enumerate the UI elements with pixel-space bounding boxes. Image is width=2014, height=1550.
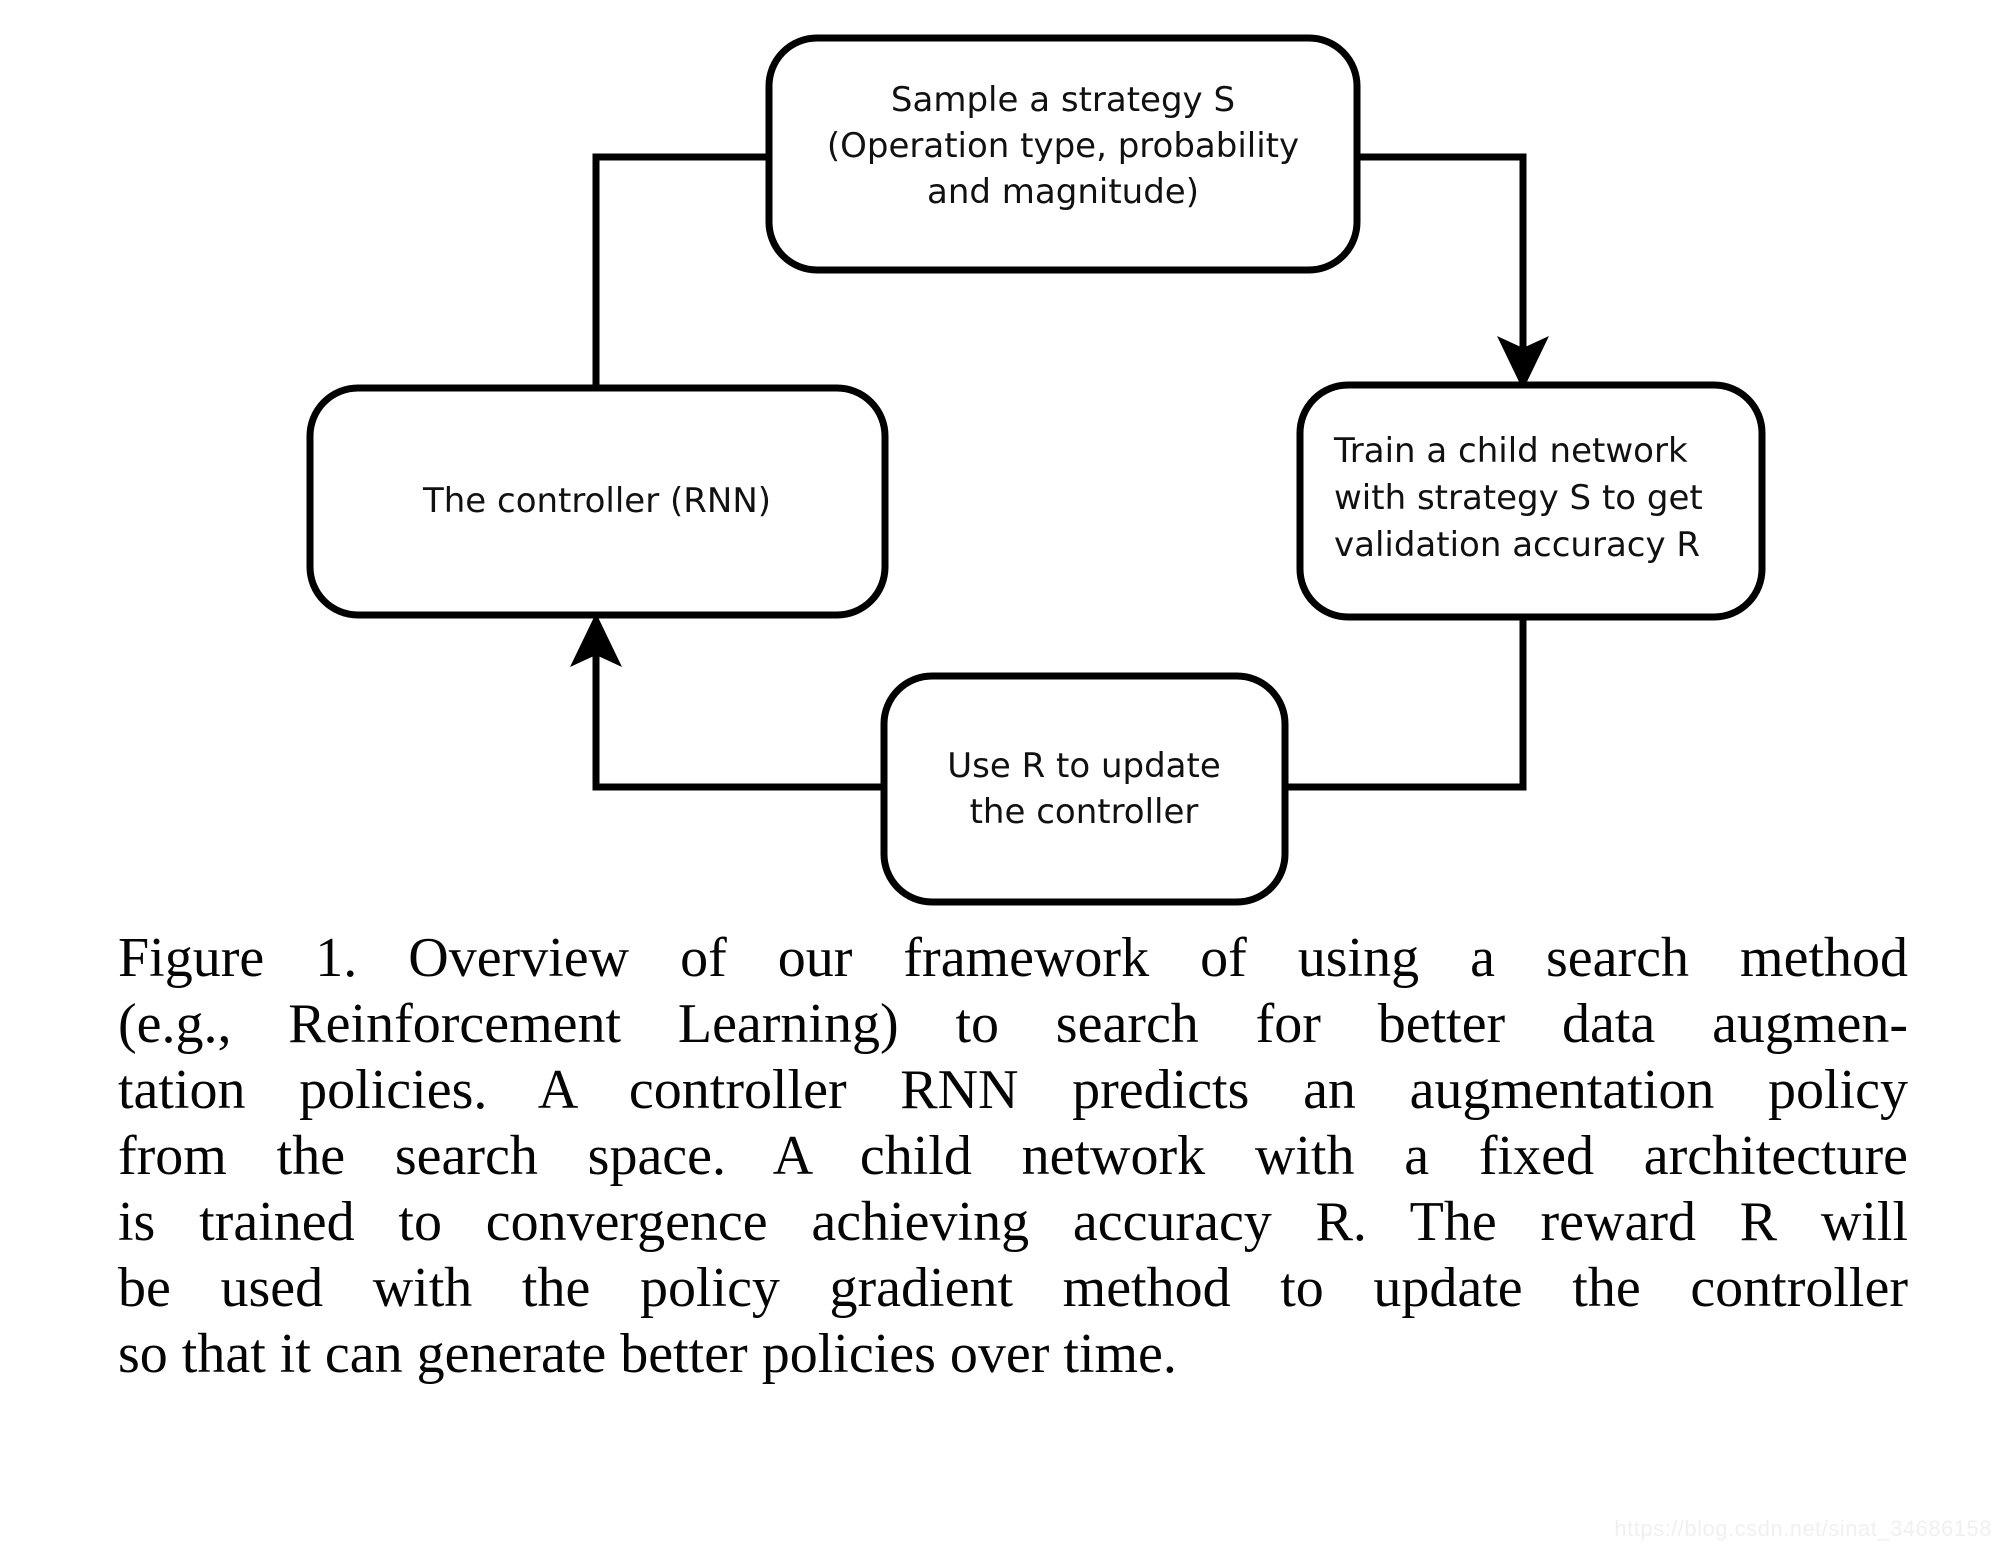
node-train-child-line-0: Train a child network <box>1333 431 1688 471</box>
node-controller[interactable]: The controller (RNN) <box>306 384 889 619</box>
caption-line-3: from the search space. A child network w… <box>118 1125 1908 1187</box>
arrow-head-down-icon <box>1497 336 1549 390</box>
edge-controller-to-sample <box>592 153 772 392</box>
caption-line-1: (e.g., Reinforcement Learning) to search… <box>118 993 1908 1055</box>
watermark-text: https://blog.csdn.net/sinat_34686158 <box>1614 1516 1992 1541</box>
edge-train-to-update <box>1282 614 1527 791</box>
node-sample-strategy-line-2: and magnitude) <box>927 172 1199 212</box>
node-update-controller-shape <box>880 672 1289 906</box>
framework-flowchart: Sample a strategy S (Operation type, pro… <box>306 34 1766 906</box>
node-sample-strategy-shape <box>765 34 1361 274</box>
edge-update-to-controller <box>592 650 887 791</box>
node-controller-shape <box>306 384 889 619</box>
node-sample-strategy-line-0: Sample a strategy S <box>891 80 1235 120</box>
caption-line-0: Figure 1. Overview of our framework of u… <box>118 927 1908 989</box>
caption-line-6: so that it can generate better policies … <box>118 1323 1177 1385</box>
node-update-controller-line-1: the controller <box>970 792 1199 832</box>
node-train-child-line-1: with strategy S to get <box>1334 478 1703 518</box>
node-controller-line-0: The controller (RNN) <box>422 481 771 521</box>
node-train-child-line-2: validation accuracy R <box>1334 525 1700 565</box>
node-update-controller-line-0: Use R to update <box>947 746 1221 786</box>
node-sample-strategy-line-1: (Operation type, probability <box>827 126 1299 166</box>
caption-line-2: tation policies. A controller RNN predic… <box>118 1059 1908 1121</box>
figure-caption: Figure 1. Overview of our framework of u… <box>118 925 1908 1387</box>
edge-sample-to-train <box>1354 153 1527 360</box>
arrow-head-up-icon <box>570 613 622 667</box>
caption-line-4: is trained to convergence achieving accu… <box>118 1191 1908 1253</box>
node-update-controller[interactable]: Use R to update the controller <box>880 672 1289 906</box>
node-train-child[interactable]: Train a child network with strategy S to… <box>1296 381 1766 621</box>
caption-line-5: be used with the policy gradient method … <box>118 1257 1908 1319</box>
node-train-child-shape <box>1296 381 1766 621</box>
node-sample-strategy[interactable]: Sample a strategy S (Operation type, pro… <box>765 34 1361 274</box>
